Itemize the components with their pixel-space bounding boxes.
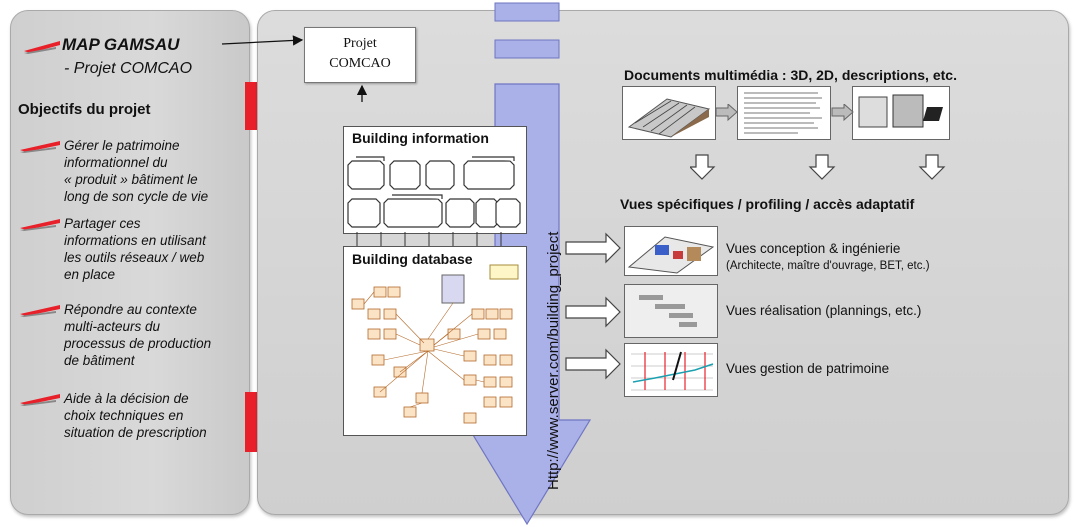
objective-item: Gérer le patrimoine informationnel du « pr…	[64, 137, 244, 205]
objectives-heading: Objectifs du projet	[18, 101, 151, 118]
building-database-box: Building database	[343, 246, 527, 436]
view-asset-label: Vues gestion de patrimoine	[726, 361, 890, 376]
objective-line: en place	[64, 267, 116, 282]
objective-line: Partager ces	[64, 216, 141, 231]
server-url[interactable]: Http://www.server.com/building_project	[545, 231, 562, 490]
view-planning-thumbnail[interactable]	[624, 284, 718, 338]
profiling-arrows	[690, 154, 946, 180]
view-arrows	[565, 232, 621, 380]
objective-item: Répondre au contexte multi-acteurs du proc…	[64, 301, 244, 369]
doc-2d-thumbnail[interactable]	[852, 86, 950, 140]
objective-line: « produit » bâtiment le	[64, 172, 198, 187]
project-box-line1: Projet	[343, 36, 377, 51]
detail-drawing-icon	[858, 94, 943, 128]
arrow-segment-2	[494, 39, 560, 59]
bullet-logo-icon	[20, 305, 60, 317]
gantt-chart-icon	[625, 285, 717, 337]
objective-line: processus de production	[64, 336, 212, 351]
objective-item: Partager ces informations en utilisant les…	[64, 215, 244, 283]
objective-line: les outils réseaux / web	[64, 250, 205, 265]
objective-line: Gérer le patrimoine	[64, 138, 180, 153]
objective-line: Aide à la décision de	[64, 391, 189, 406]
information-objects-icon	[347, 156, 521, 228]
objective-line: de bâtiment	[64, 353, 135, 368]
text-document-icon	[744, 92, 822, 134]
view-design-thumbnail[interactable]	[624, 226, 718, 276]
doc-3d-thumbnail[interactable]	[622, 86, 716, 140]
objective-line: informations en utilisant	[64, 233, 206, 248]
gamsau-to-project-arrow	[221, 35, 304, 46]
doc-description-thumbnail[interactable]	[737, 86, 831, 140]
building-information-box: Building information	[343, 126, 527, 234]
objective-line: long de son cycle de vie	[64, 189, 209, 204]
view-planning-label: Vues réalisation (plannings, etc.)	[726, 303, 922, 318]
objective-line: situation de prescription	[64, 425, 207, 440]
documents-title: Documents multimédia : 3D, 2D, descripti…	[624, 67, 957, 83]
link-lines	[356, 232, 502, 246]
objective-line: Répondre au contexte	[64, 302, 197, 317]
database-schema-icon	[351, 264, 519, 424]
asset-chart-icon	[631, 351, 714, 391]
project-box-line2: COMCAO	[329, 56, 391, 71]
document-arrows	[715, 104, 854, 122]
objective-line: informationnel du	[64, 155, 168, 170]
floor-plan-3d-icon	[627, 236, 715, 274]
map-logo-icon	[24, 41, 60, 54]
objectives-panel	[10, 10, 250, 515]
red-tab-1	[245, 82, 257, 130]
building-information-title: Building information	[352, 130, 489, 146]
objective-line: multi-acteurs du	[64, 319, 161, 334]
bullet-logo-icon	[20, 219, 60, 231]
building-3d-icon	[627, 98, 711, 138]
objective-item: Aide à la décision de choix techniques en…	[64, 390, 244, 441]
view-asset-thumbnail[interactable]	[624, 343, 718, 397]
views-title: Vues spécifiques / profiling / accès ada…	[620, 196, 915, 212]
red-tab-2	[245, 392, 257, 452]
arrow-segment-1	[494, 2, 560, 22]
view-design-label: Vues conception & ingénierie	[726, 241, 901, 256]
project-box: Projet COMCAO	[304, 27, 416, 83]
objective-line: choix techniques en	[64, 408, 184, 423]
lab-title: MAP GAMSAU	[62, 35, 180, 54]
building-database-title: Building database	[352, 251, 473, 267]
project-subtitle: - Projet COMCAO	[64, 60, 193, 77]
bullet-logo-icon	[20, 141, 60, 153]
bullet-logo-icon	[20, 394, 60, 406]
view-design-sub: (Architecte, maître d'ouvrage, BET, etc.…	[726, 260, 930, 272]
